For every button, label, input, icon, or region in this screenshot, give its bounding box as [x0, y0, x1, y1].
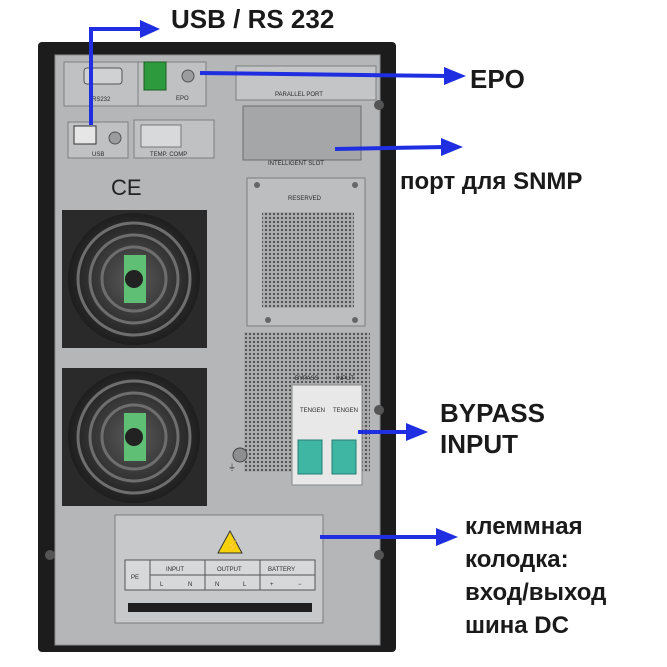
callout-bypass-line2: INPUT — [440, 429, 518, 459]
parallel-port-label: PARALLEL PORT — [275, 92, 323, 98]
arrow-usb-rs232 — [89, 27, 143, 125]
callout-terminal-line4: шина DC — [465, 612, 569, 639]
intelligent-slot[interactable] — [242, 105, 362, 161]
callout-terminal-line1: клеммная — [465, 513, 583, 540]
ground-symbol: ⏚ — [228, 463, 236, 472]
callout-bypass-input: BYPASS INPUT — [440, 398, 545, 460]
term-in-n: N — [188, 582, 192, 588]
term-out-l: L — [243, 582, 247, 588]
rs232-port[interactable] — [83, 67, 123, 85]
rs232-label: RS232 — [92, 97, 111, 103]
term-in-l: L — [160, 582, 164, 588]
epo-connector[interactable] — [143, 61, 167, 91]
arrow-terminal-head — [436, 528, 458, 546]
parallel-port-plate — [235, 65, 377, 101]
reserved-label: RESERVED — [288, 196, 322, 202]
cooling-fan-lower — [62, 368, 207, 506]
arrow-epo-head — [444, 67, 466, 85]
callout-terminal-line2: колодка: — [465, 546, 569, 573]
input-breaker-label: INPUT — [336, 376, 354, 382]
ce-mark: CE — [111, 175, 142, 200]
callout-epo: EPO — [470, 64, 525, 94]
callout-terminal-block: клеммная колодка: вход/выход шина DC — [465, 510, 606, 642]
temp-comp-label: TEMP. COMP — [150, 152, 187, 158]
bypass-breaker-label: BYPASS — [295, 376, 319, 382]
callout-terminal-line3: вход/выход — [465, 579, 607, 606]
vent-upper — [262, 212, 354, 308]
cooling-fan-upper — [62, 210, 207, 348]
terminal-pe-label: PE — [131, 575, 139, 581]
term-bat-plus: + — [270, 582, 274, 588]
breaker-brand-2: TENGEN — [333, 408, 358, 414]
epo-label: EPO — [176, 96, 189, 102]
breaker-brand-1: TENGEN — [300, 408, 325, 414]
arrow-bypass-head — [406, 423, 428, 441]
arrow-snmp — [334, 145, 446, 151]
term-out-n: N — [215, 582, 219, 588]
callout-snmp: порт для SNMP — [400, 168, 583, 195]
usb-label: USB — [92, 152, 104, 158]
terminal-output-label: OUTPUT — [217, 567, 242, 573]
arrow-usb-rs232-head — [140, 20, 160, 38]
bypass-breaker-switch[interactable] — [297, 439, 323, 475]
svg-text:⚡: ⚡ — [226, 540, 240, 553]
terminal-input-label: INPUT — [166, 567, 184, 573]
usb-port[interactable] — [73, 125, 97, 145]
callout-usb-rs232: USB / RS 232 — [171, 4, 335, 34]
terminal-battery-label: BATTERY — [268, 567, 295, 573]
arrow-snmp-head — [441, 138, 463, 156]
term-bat-minus: − — [298, 582, 302, 588]
input-breaker-switch[interactable] — [331, 439, 357, 475]
callout-bypass-line1: BYPASS — [440, 398, 545, 428]
intelligent-slot-label: INTELLIGENT SLOT — [268, 161, 324, 167]
high-voltage-warning-icon — [217, 529, 243, 554]
arrow-epo — [199, 71, 449, 78]
ground-screw — [232, 447, 248, 463]
